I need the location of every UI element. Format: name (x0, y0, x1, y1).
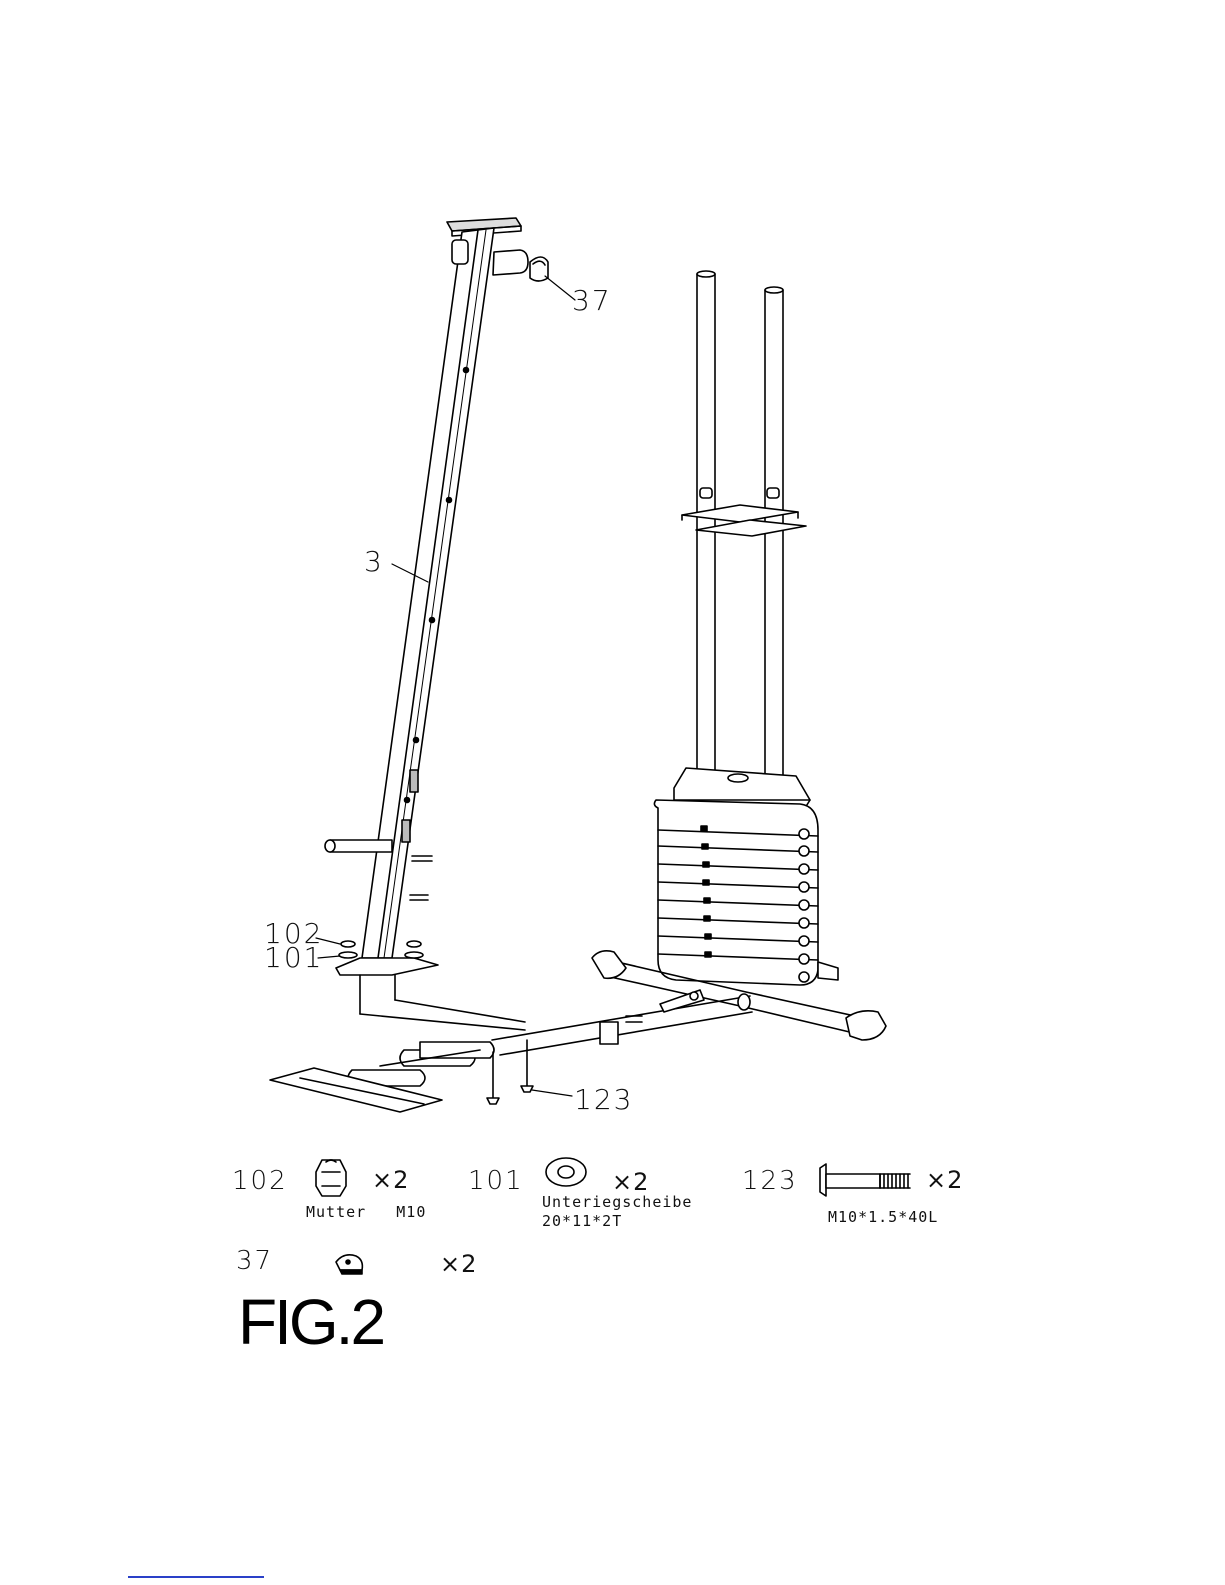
description-101: Unteriegscheibe (542, 1195, 692, 1211)
end-cap-part-37 (530, 257, 575, 300)
part-number-123: 123 (742, 1168, 798, 1194)
part-number-37: 37 (236, 1248, 273, 1274)
callout-101: 101 (264, 944, 323, 972)
part-number-102: 102 (232, 1168, 288, 1194)
description-123: M10*1.5*40L (828, 1210, 938, 1226)
end-cap-icon (336, 1255, 362, 1274)
quantity-37: ×2 (440, 1252, 477, 1276)
callout-123: 123 (574, 1086, 633, 1114)
figure-title: FIG.2 (238, 1290, 383, 1354)
description-102: Mutter M10 (306, 1205, 426, 1221)
size-101: 20*11*2T (542, 1214, 622, 1230)
guide-rods (682, 271, 806, 780)
callout-3: 3 (364, 548, 384, 576)
weight-stack (654, 768, 818, 985)
quantity-123: ×2 (926, 1168, 963, 1192)
upright-frame-part-3 (325, 218, 528, 1030)
callout-37: 37 (572, 287, 612, 315)
quantity-101: ×2 (612, 1170, 649, 1194)
quantity-102: ×2 (372, 1168, 409, 1192)
part-number-101: 101 (468, 1168, 524, 1194)
footer-rule (128, 1576, 264, 1578)
nut-icon (316, 1160, 346, 1196)
bolt-icon (820, 1164, 910, 1196)
washer-icon (546, 1158, 586, 1186)
